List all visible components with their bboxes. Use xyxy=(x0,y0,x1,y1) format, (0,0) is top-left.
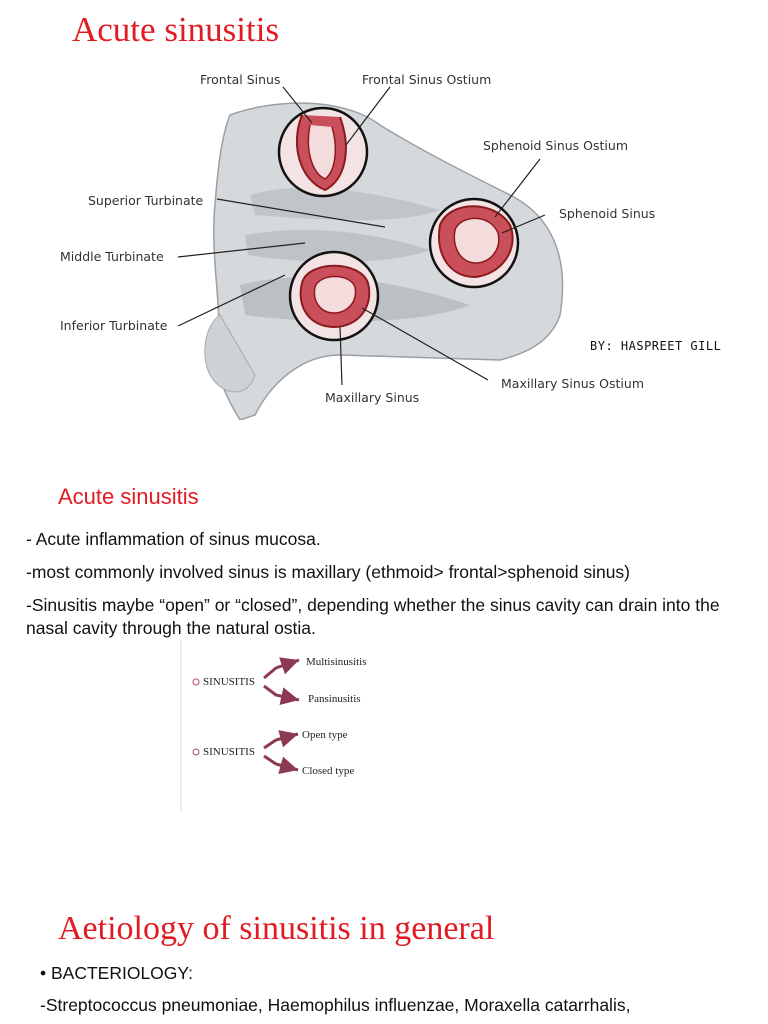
arrow-up-2 xyxy=(263,730,299,750)
arrow-down-2 xyxy=(263,754,299,774)
class-closed-type: Closed type xyxy=(302,765,354,777)
arrow-down-1 xyxy=(263,684,300,705)
label-frontal-sinus-ostium: Frontal Sinus Ostium xyxy=(362,72,491,87)
section-heading: Acute sinusitis xyxy=(58,484,199,509)
frontal-sinus-circle xyxy=(277,106,369,198)
turbinate-middle xyxy=(245,230,430,262)
label-inferior-turbinate: Inferior Turbinate xyxy=(60,318,168,333)
sphenoid-sinus-circle xyxy=(428,197,520,289)
section2-heading: Aetiology of sinusitis in general xyxy=(58,910,495,947)
class-root-1: SINUSITIS xyxy=(203,676,255,688)
bacteria-line: -Streptococcus pneumoniae, Haemophilus i… xyxy=(40,995,631,1015)
bullet-icon xyxy=(192,678,200,686)
body-line-3: -Sinusitis maybe “open” or “closed”, dep… xyxy=(26,595,720,638)
class-pansinusitis: Pansinusitis xyxy=(308,693,361,705)
bullet-icon xyxy=(192,748,200,756)
label-sphenoid-sinus-ostium: Sphenoid Sinus Ostium xyxy=(483,138,628,153)
label-frontal-sinus: Frontal Sinus xyxy=(200,72,281,87)
label-maxillary-sinus-ostium: Maxillary Sinus Ostium xyxy=(501,376,644,391)
class-root-2: SINUSITIS xyxy=(203,746,255,758)
body-line-2: -most commonly involved sinus is maxilla… xyxy=(26,562,630,582)
body-line-1: - Acute inflammation of sinus mucosa. xyxy=(26,529,321,549)
label-superior-turbinate: Superior Turbinate xyxy=(88,193,204,208)
classification-diagram: SINUSITIS Multisinusitis Pansinusitis SI… xyxy=(180,640,367,812)
class-open-type: Open type xyxy=(302,729,348,741)
leader-lines xyxy=(177,86,546,386)
author-credit: BY: HASPREET GILL xyxy=(590,339,722,353)
arrow-up-1 xyxy=(263,657,300,680)
class-multisinusitis: Multisinusitis xyxy=(306,656,367,668)
nose-tip xyxy=(204,314,256,393)
label-sphenoid-sinus: Sphenoid Sinus xyxy=(559,206,655,221)
label-maxillary-sinus: Maxillary Sinus xyxy=(325,390,419,405)
nasal-sinus-diagram: Frontal Sinus Frontal Sinus Ostium Sphen… xyxy=(60,72,655,420)
maxillary-sinus-circle xyxy=(288,250,380,342)
page-title: Acute sinusitis xyxy=(72,10,280,49)
label-middle-turbinate: Middle Turbinate xyxy=(60,249,164,264)
bullet-bacteriology: • BACTERIOLOGY: xyxy=(40,963,193,983)
